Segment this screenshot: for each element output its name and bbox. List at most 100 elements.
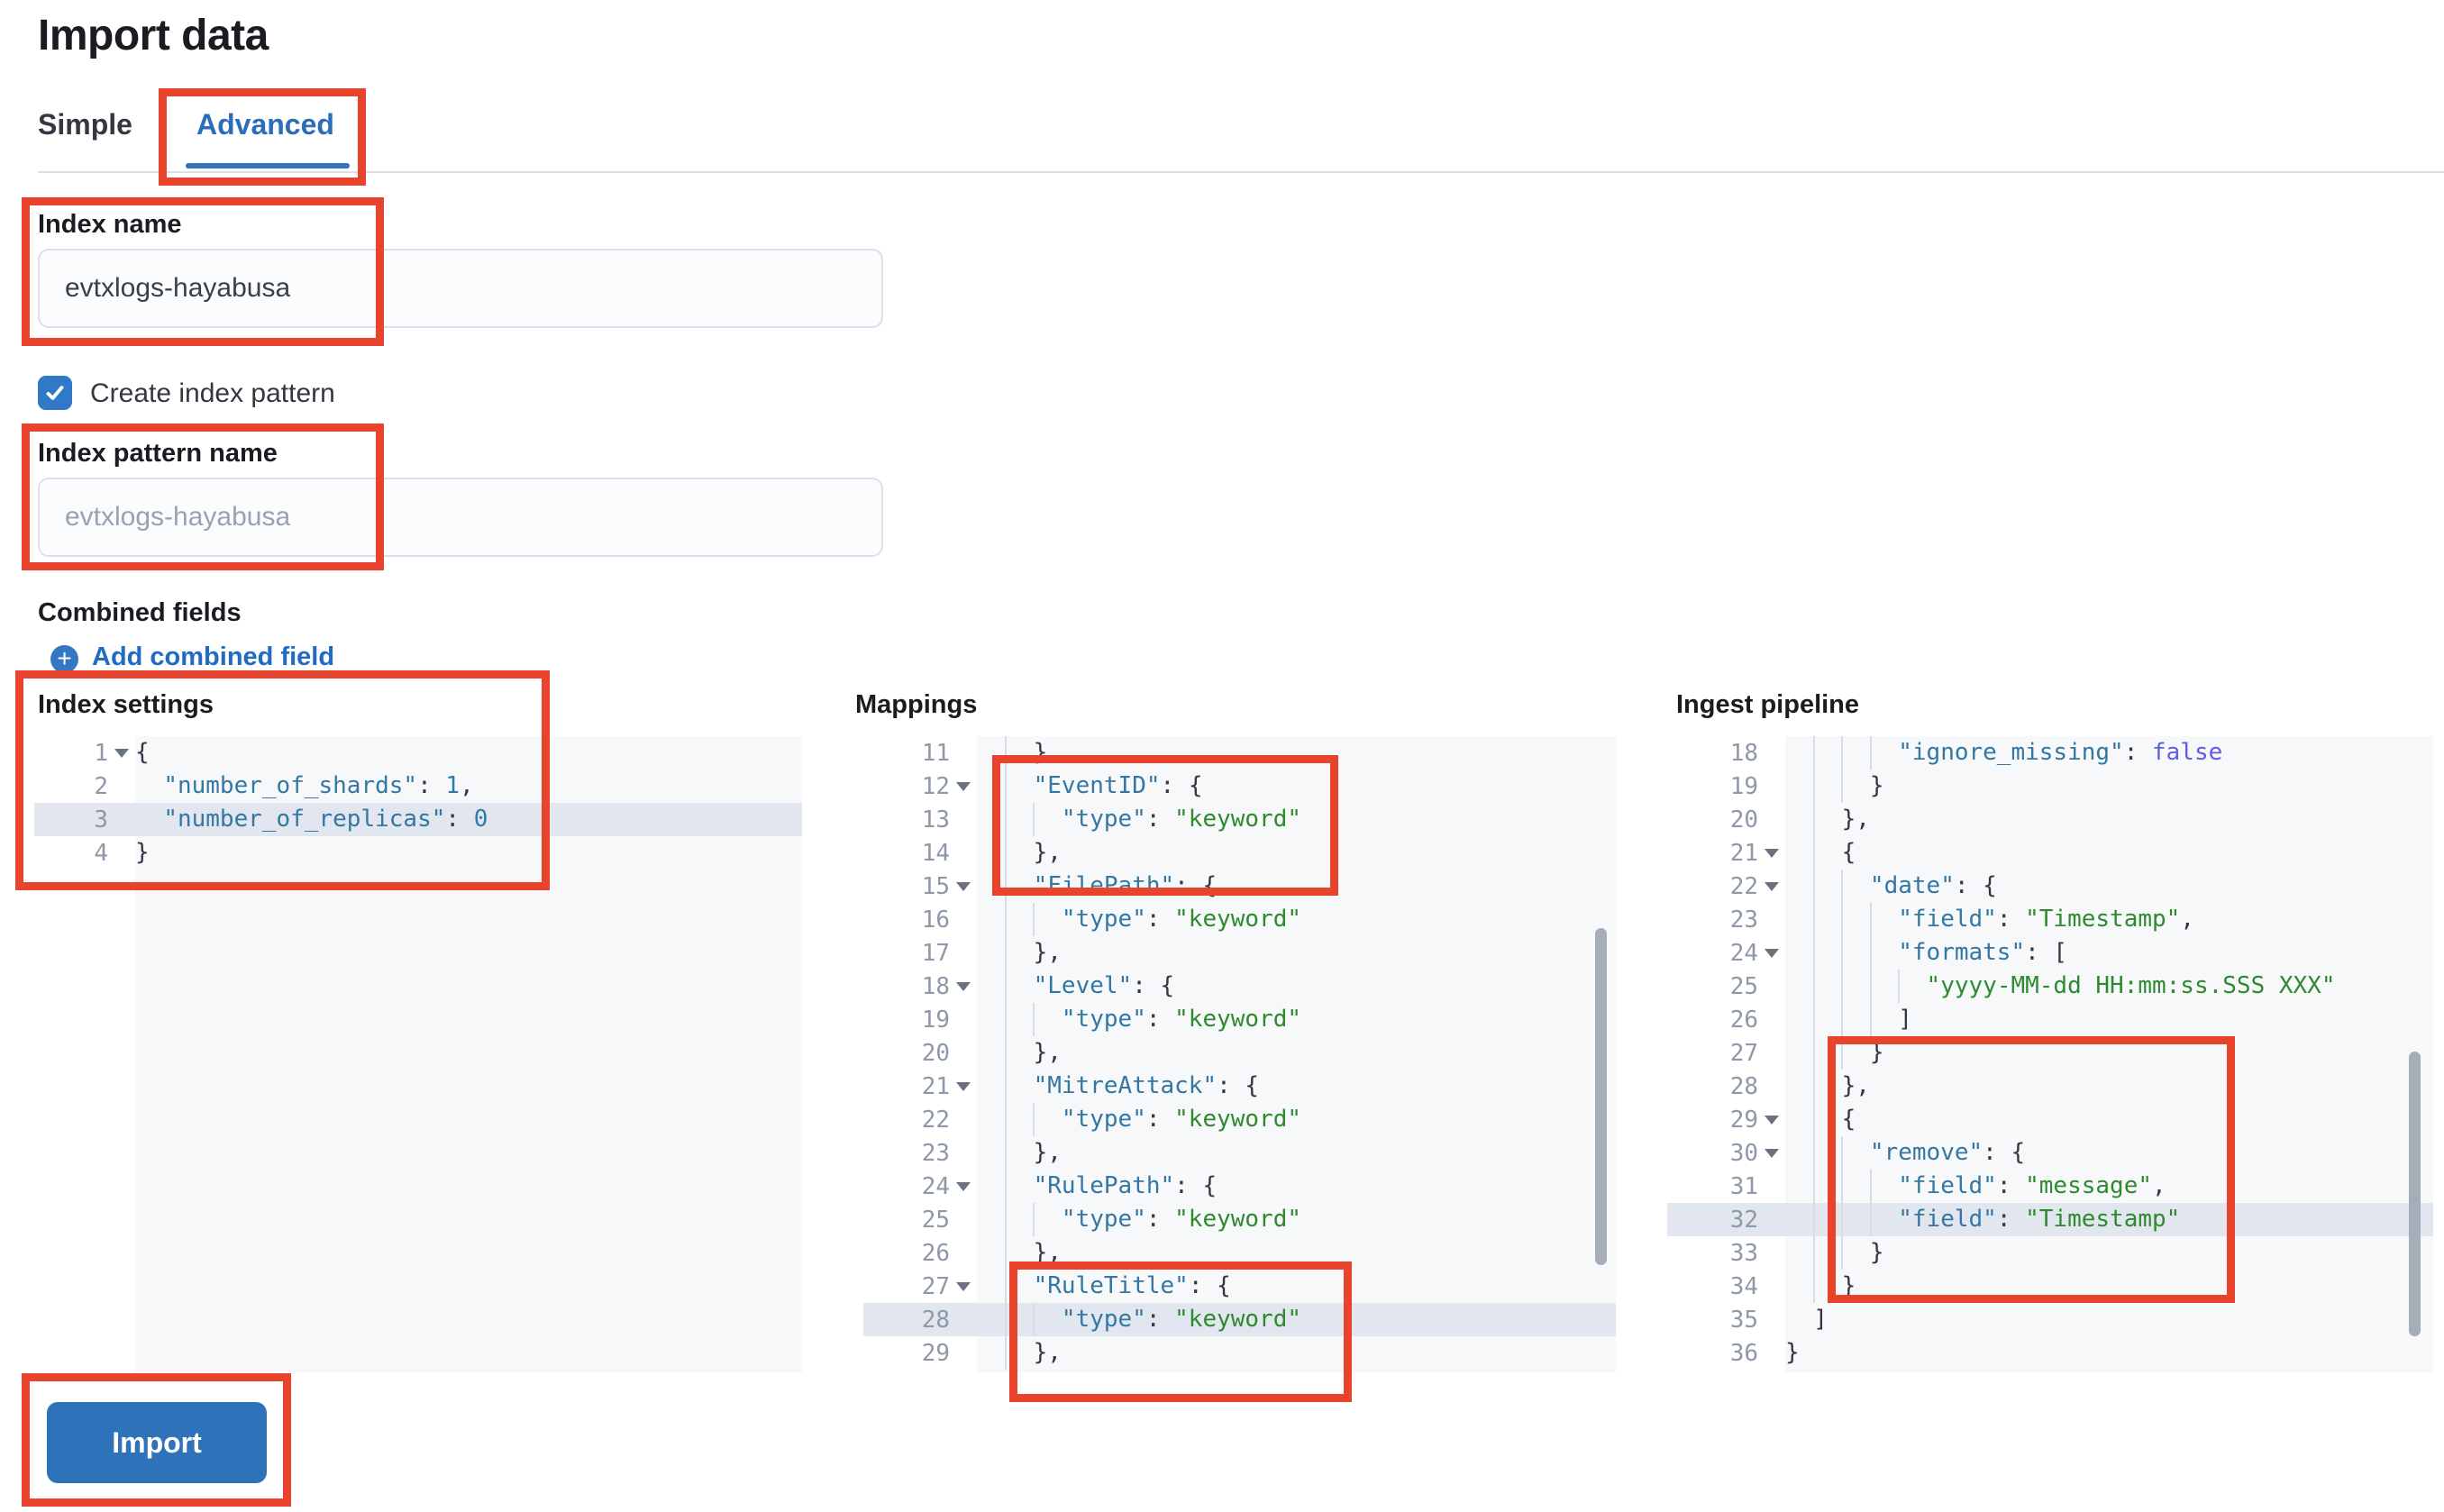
code-line: 20 }, — [1667, 803, 2433, 836]
indent-guide — [1005, 1203, 1008, 1236]
fold-spacer — [950, 736, 977, 770]
mappings-editor[interactable]: 11 },12 "EventID": {13 "type": "keyword"… — [863, 736, 1616, 1372]
line-number: 17 — [921, 939, 950, 967]
indent-guide — [1813, 1136, 1816, 1170]
indent-guide — [1005, 870, 1008, 903]
code-text: } — [1785, 770, 2433, 803]
check-icon — [46, 386, 64, 400]
create-index-pattern-checkbox[interactable] — [38, 376, 72, 410]
code-line: 34 } — [1667, 1270, 2433, 1303]
line-number: 20 — [921, 1039, 950, 1067]
indent-guide — [1841, 903, 1844, 936]
fold-spacer — [1758, 1236, 1785, 1270]
mappings-label: Mappings — [855, 690, 978, 719]
editor-gutter-background — [1667, 736, 1785, 1372]
code-text: "type": "keyword" — [977, 903, 1616, 936]
code-text: }, — [1785, 803, 2433, 836]
code-text: }, — [977, 936, 1616, 970]
fold-arrow-icon[interactable] — [1758, 870, 1785, 903]
index-pattern-name-input[interactable] — [38, 478, 883, 557]
indent-guide — [1897, 970, 1900, 1003]
indent-guide — [1869, 1003, 1872, 1036]
line-number: 28 — [921, 1306, 950, 1334]
fold-arrow-icon[interactable] — [1758, 1136, 1785, 1170]
code-line: 29 }, — [863, 1336, 1616, 1370]
indent-guide — [1005, 903, 1008, 936]
line-number: 22 — [921, 1106, 950, 1134]
code-line: 26 }, — [863, 1236, 1616, 1270]
mappings-scrollbar[interactable] — [1595, 928, 1607, 1265]
fold-arrow-icon[interactable] — [950, 1270, 977, 1303]
line-number: 1 — [94, 739, 108, 767]
gutter-cell: 18 — [863, 970, 977, 1003]
index-settings-editor[interactable]: 1{2 "number_of_shards": 1,3 "number_of_r… — [34, 736, 802, 1372]
code-line: 31 "field": "message", — [1667, 1170, 2433, 1203]
code-line: 33 } — [1667, 1236, 2433, 1270]
fold-arrow-icon[interactable] — [950, 970, 977, 1003]
fold-spacer — [950, 1103, 977, 1136]
code-text: }, — [977, 1336, 1616, 1370]
code-line: 19 } — [1667, 770, 2433, 803]
editor-gutter-background — [34, 736, 135, 1372]
fold-arrow-icon[interactable] — [950, 1170, 977, 1203]
indent-guide — [1005, 1336, 1008, 1370]
fold-arrow-icon[interactable] — [1758, 836, 1785, 870]
fold-arrow-icon[interactable] — [108, 736, 135, 770]
tab-advanced[interactable]: Advanced — [196, 108, 334, 141]
fold-spacer — [108, 770, 135, 803]
code-line: 11 }, — [863, 736, 1616, 770]
indent-guide — [1813, 1036, 1816, 1070]
line-number: 3 — [94, 806, 108, 833]
gutter-cell: 29 — [1667, 1103, 1785, 1136]
indent-guide — [1869, 1170, 1872, 1203]
line-number: 16 — [921, 906, 950, 934]
code-line: 30 "remove": { — [1667, 1136, 2433, 1170]
indent-guide — [1005, 1103, 1008, 1136]
indent-guide — [1033, 903, 1035, 936]
gutter-cell: 27 — [1667, 1036, 1785, 1070]
combined-fields-label: Combined fields — [38, 598, 242, 627]
code-line: 26 ] — [1667, 1003, 2433, 1036]
fold-arrow-icon[interactable] — [950, 770, 977, 803]
line-number: 14 — [921, 839, 950, 867]
fold-arrow-icon[interactable] — [950, 1070, 977, 1103]
code-text: } — [1785, 1339, 1800, 1366]
gutter-cell: 28 — [863, 1303, 977, 1336]
line-number: 23 — [921, 1139, 950, 1167]
code-line: 28 "type": "keyword" — [863, 1303, 1616, 1336]
indent-guide — [1033, 1303, 1035, 1336]
line-number: 11 — [921, 739, 950, 767]
fold-spacer — [950, 1003, 977, 1036]
import-button[interactable]: Import — [47, 1402, 267, 1483]
gutter-cell: 2 — [34, 770, 135, 803]
indent-guide — [1005, 936, 1008, 970]
code-line: 27 } — [1667, 1036, 2433, 1070]
indent-guide — [1813, 1203, 1816, 1236]
index-name-input[interactable] — [38, 249, 883, 328]
gutter-cell: 19 — [863, 1003, 977, 1036]
code-text: "EventID": { — [977, 770, 1616, 803]
code-line: 36} — [1667, 1336, 2433, 1370]
line-number: 2 — [94, 772, 108, 800]
ingest-scrollbar[interactable] — [2409, 1052, 2421, 1336]
indent-guide — [1841, 970, 1844, 1003]
add-combined-field-link[interactable]: Add combined field — [92, 642, 335, 671]
gutter-cell: 35 — [1667, 1303, 1785, 1336]
fold-spacer — [1758, 1303, 1785, 1336]
fold-arrow-icon[interactable] — [950, 870, 977, 903]
fold-spacer — [1758, 1203, 1785, 1236]
fold-spacer — [950, 1203, 977, 1236]
code-text: { — [1785, 1103, 2433, 1136]
fold-spacer — [1758, 1336, 1785, 1370]
code-line: 29 { — [1667, 1103, 2433, 1136]
fold-arrow-icon[interactable] — [1758, 1103, 1785, 1136]
gutter-cell: 24 — [1667, 936, 1785, 970]
fold-arrow-icon[interactable] — [1758, 936, 1785, 970]
gutter-cell: 34 — [1667, 1270, 1785, 1303]
fold-spacer — [950, 1236, 977, 1270]
tab-simple[interactable]: Simple — [38, 108, 132, 141]
line-number: 35 — [1729, 1306, 1758, 1334]
code-text: "field": "Timestamp", — [1785, 903, 2433, 936]
